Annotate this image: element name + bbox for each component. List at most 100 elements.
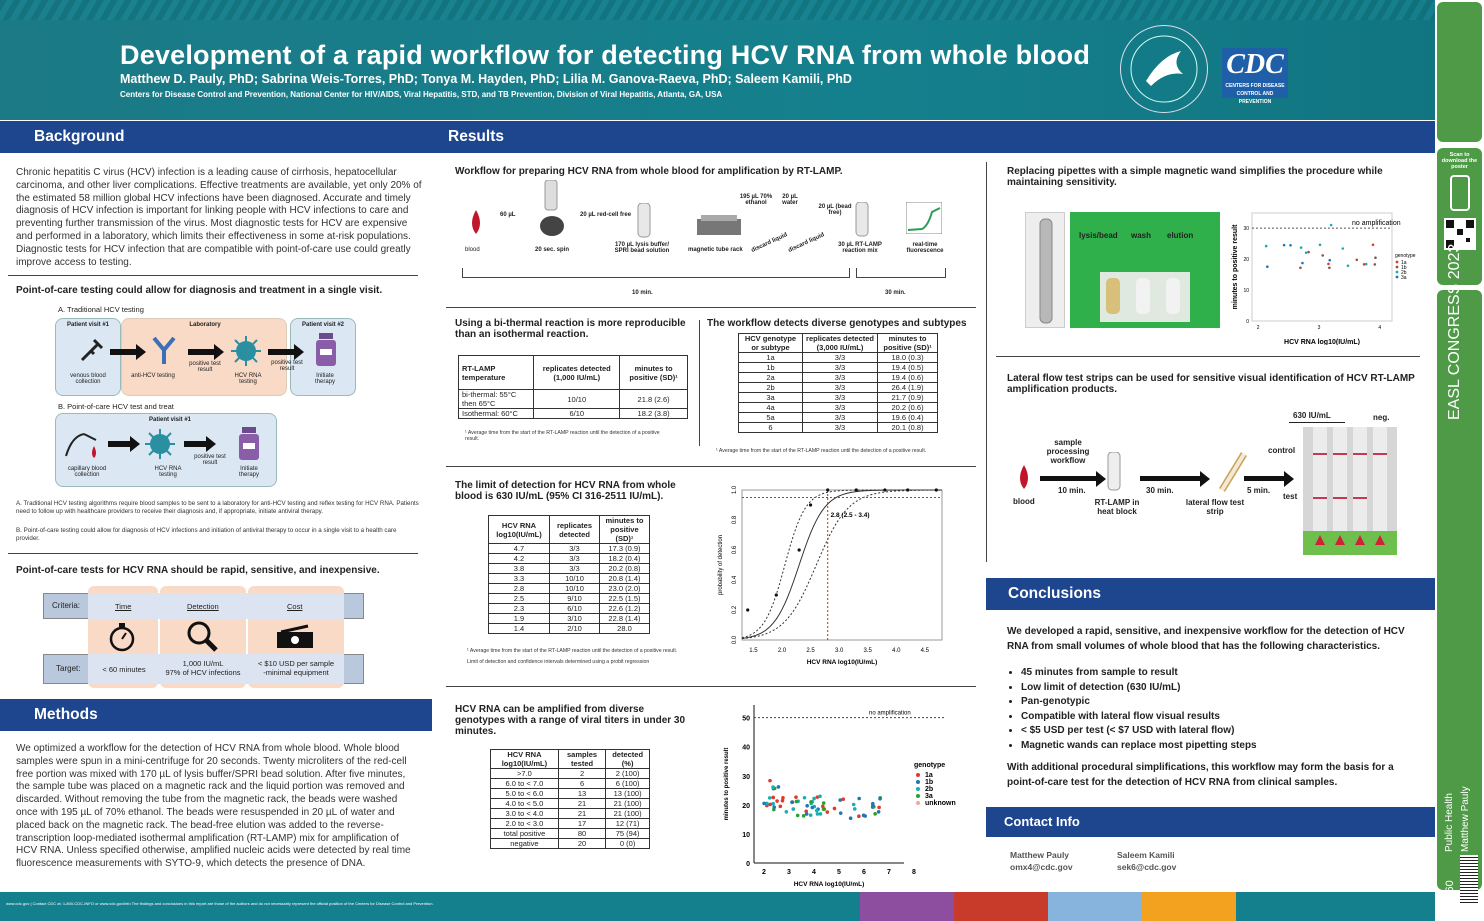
y-tick-label: 20 bbox=[1243, 257, 1249, 263]
x-tick-label: 1.5 bbox=[749, 648, 758, 654]
scan-qr-panel[interactable]: Scan to download the poster bbox=[1437, 148, 1482, 285]
data-point bbox=[801, 814, 806, 818]
poster-title: Development of a rapid workflow for dete… bbox=[120, 40, 1091, 70]
x-tick-label: 4.0 bbox=[892, 648, 901, 654]
conclusions-outro: With additional procedural simplificatio… bbox=[1007, 762, 1394, 788]
y-tick-label: 0.0 bbox=[732, 635, 738, 644]
y-tick-label: 1.0 bbox=[732, 485, 738, 494]
x-axis-label: HCV RNA log10(IU/mL) bbox=[1284, 339, 1360, 345]
y-tick-label: 20 bbox=[742, 803, 750, 810]
legend-marker bbox=[1395, 270, 1399, 274]
tube-image-3 bbox=[1106, 451, 1122, 497]
data-point bbox=[1364, 262, 1368, 266]
data-point bbox=[883, 488, 887, 492]
legend-label: 2b bbox=[925, 786, 933, 793]
x-tick-label: 4 bbox=[812, 869, 816, 876]
legend-title: genotype bbox=[1395, 253, 1416, 259]
data-point bbox=[776, 785, 781, 789]
lod-heading: The limit of detection for HCV RNA from … bbox=[455, 480, 676, 502]
data-point bbox=[768, 802, 773, 807]
data-point bbox=[802, 795, 807, 800]
data-point bbox=[1289, 243, 1292, 247]
data-point bbox=[818, 812, 823, 816]
data-point bbox=[808, 503, 813, 507]
legend-marker bbox=[1395, 265, 1399, 269]
virus-icon-2 bbox=[145, 429, 175, 464]
data-point bbox=[826, 488, 830, 492]
data-point bbox=[815, 795, 820, 799]
data-point bbox=[857, 796, 861, 801]
genotype-heading: The workflow detects diverse genotypes a… bbox=[707, 318, 967, 329]
data-point bbox=[877, 805, 881, 810]
magnetic-wand-photo bbox=[1025, 212, 1065, 328]
no-amp-label: no amplification bbox=[1352, 220, 1401, 227]
footer-disclaimer: www.cdc.gov | Contact CDC at: 1-800-CDC-… bbox=[6, 901, 434, 906]
medicine-bottle-icon-2 bbox=[238, 427, 260, 466]
antibody-icon bbox=[150, 336, 178, 371]
plot-frame bbox=[741, 489, 943, 641]
data-point bbox=[771, 785, 775, 789]
data-point bbox=[1327, 262, 1330, 266]
background-text: Chronic hepatitis C virus (HCV) infectio… bbox=[16, 167, 422, 268]
x-tick-label: 2 bbox=[762, 869, 766, 876]
data-point bbox=[1346, 264, 1350, 268]
data-point bbox=[762, 801, 766, 806]
data-point bbox=[768, 778, 772, 783]
medicine-bottle-icon bbox=[315, 333, 337, 372]
conclusions-bar: Conclusions bbox=[986, 578, 1435, 610]
no-amp-label: no amplification bbox=[869, 711, 911, 717]
x-tick-label: 6 bbox=[862, 869, 866, 876]
data-point bbox=[873, 812, 877, 816]
time-label: Time bbox=[115, 602, 132, 611]
data-point bbox=[812, 796, 816, 801]
data-point bbox=[795, 813, 800, 818]
barcode bbox=[1460, 855, 1478, 905]
y-axis-label: minutes to positive result bbox=[1232, 224, 1239, 309]
magnetic-rack-image bbox=[697, 215, 741, 242]
criteria-heading: Point-of-care tests for HCV RNA should b… bbox=[16, 565, 380, 576]
data-point bbox=[774, 593, 778, 597]
congress-label: EASL CONGRESS 2023 bbox=[1446, 243, 1463, 420]
y-tick-label: 0.8 bbox=[732, 515, 738, 524]
author-label: Matthew Pauly bbox=[1460, 786, 1471, 852]
workflow-heading: Workflow for preparing HCV RNA from whol… bbox=[455, 166, 843, 177]
visit1-box bbox=[55, 318, 121, 396]
contact-bar: Contact Info bbox=[986, 807, 1435, 837]
data-point bbox=[797, 548, 801, 552]
data-point bbox=[878, 796, 882, 801]
poc-heading: Point-of-care testing could allow for di… bbox=[16, 285, 383, 296]
data-point bbox=[794, 799, 799, 804]
tube-image-2 bbox=[854, 201, 870, 243]
data-point bbox=[852, 807, 857, 811]
data-point bbox=[809, 800, 813, 804]
methods-text: We optimized a workflow for the detectio… bbox=[16, 743, 411, 870]
x-tick-label: 3 bbox=[1318, 325, 1321, 331]
data-point bbox=[765, 801, 769, 806]
data-point bbox=[781, 796, 785, 800]
y-tick-label: 0.6 bbox=[732, 545, 738, 554]
sustainability-badge bbox=[1437, 2, 1482, 142]
data-point bbox=[1362, 263, 1366, 266]
legend-label: 1b bbox=[925, 779, 933, 786]
magnifier-icon bbox=[186, 620, 218, 657]
y-tick-label: 30 bbox=[742, 774, 750, 781]
data-point bbox=[804, 812, 809, 816]
data-point bbox=[771, 801, 775, 806]
lateral-flow-photo bbox=[1303, 427, 1397, 555]
data-point bbox=[1328, 258, 1332, 262]
data-point bbox=[767, 796, 772, 800]
lod-annotation: 2.8 (2.5 - 3.4) bbox=[831, 512, 870, 519]
data-point bbox=[791, 807, 796, 811]
data-point bbox=[1341, 247, 1345, 250]
data-point bbox=[794, 795, 798, 799]
y-tick-label: 0 bbox=[746, 861, 750, 868]
legend-label: 1a bbox=[925, 772, 933, 779]
data-point bbox=[841, 797, 846, 801]
data-point bbox=[832, 806, 837, 811]
data-point bbox=[805, 803, 809, 808]
a-label: A. Traditional HCV testing bbox=[58, 305, 144, 314]
x-tick-label: 3 bbox=[787, 869, 791, 876]
